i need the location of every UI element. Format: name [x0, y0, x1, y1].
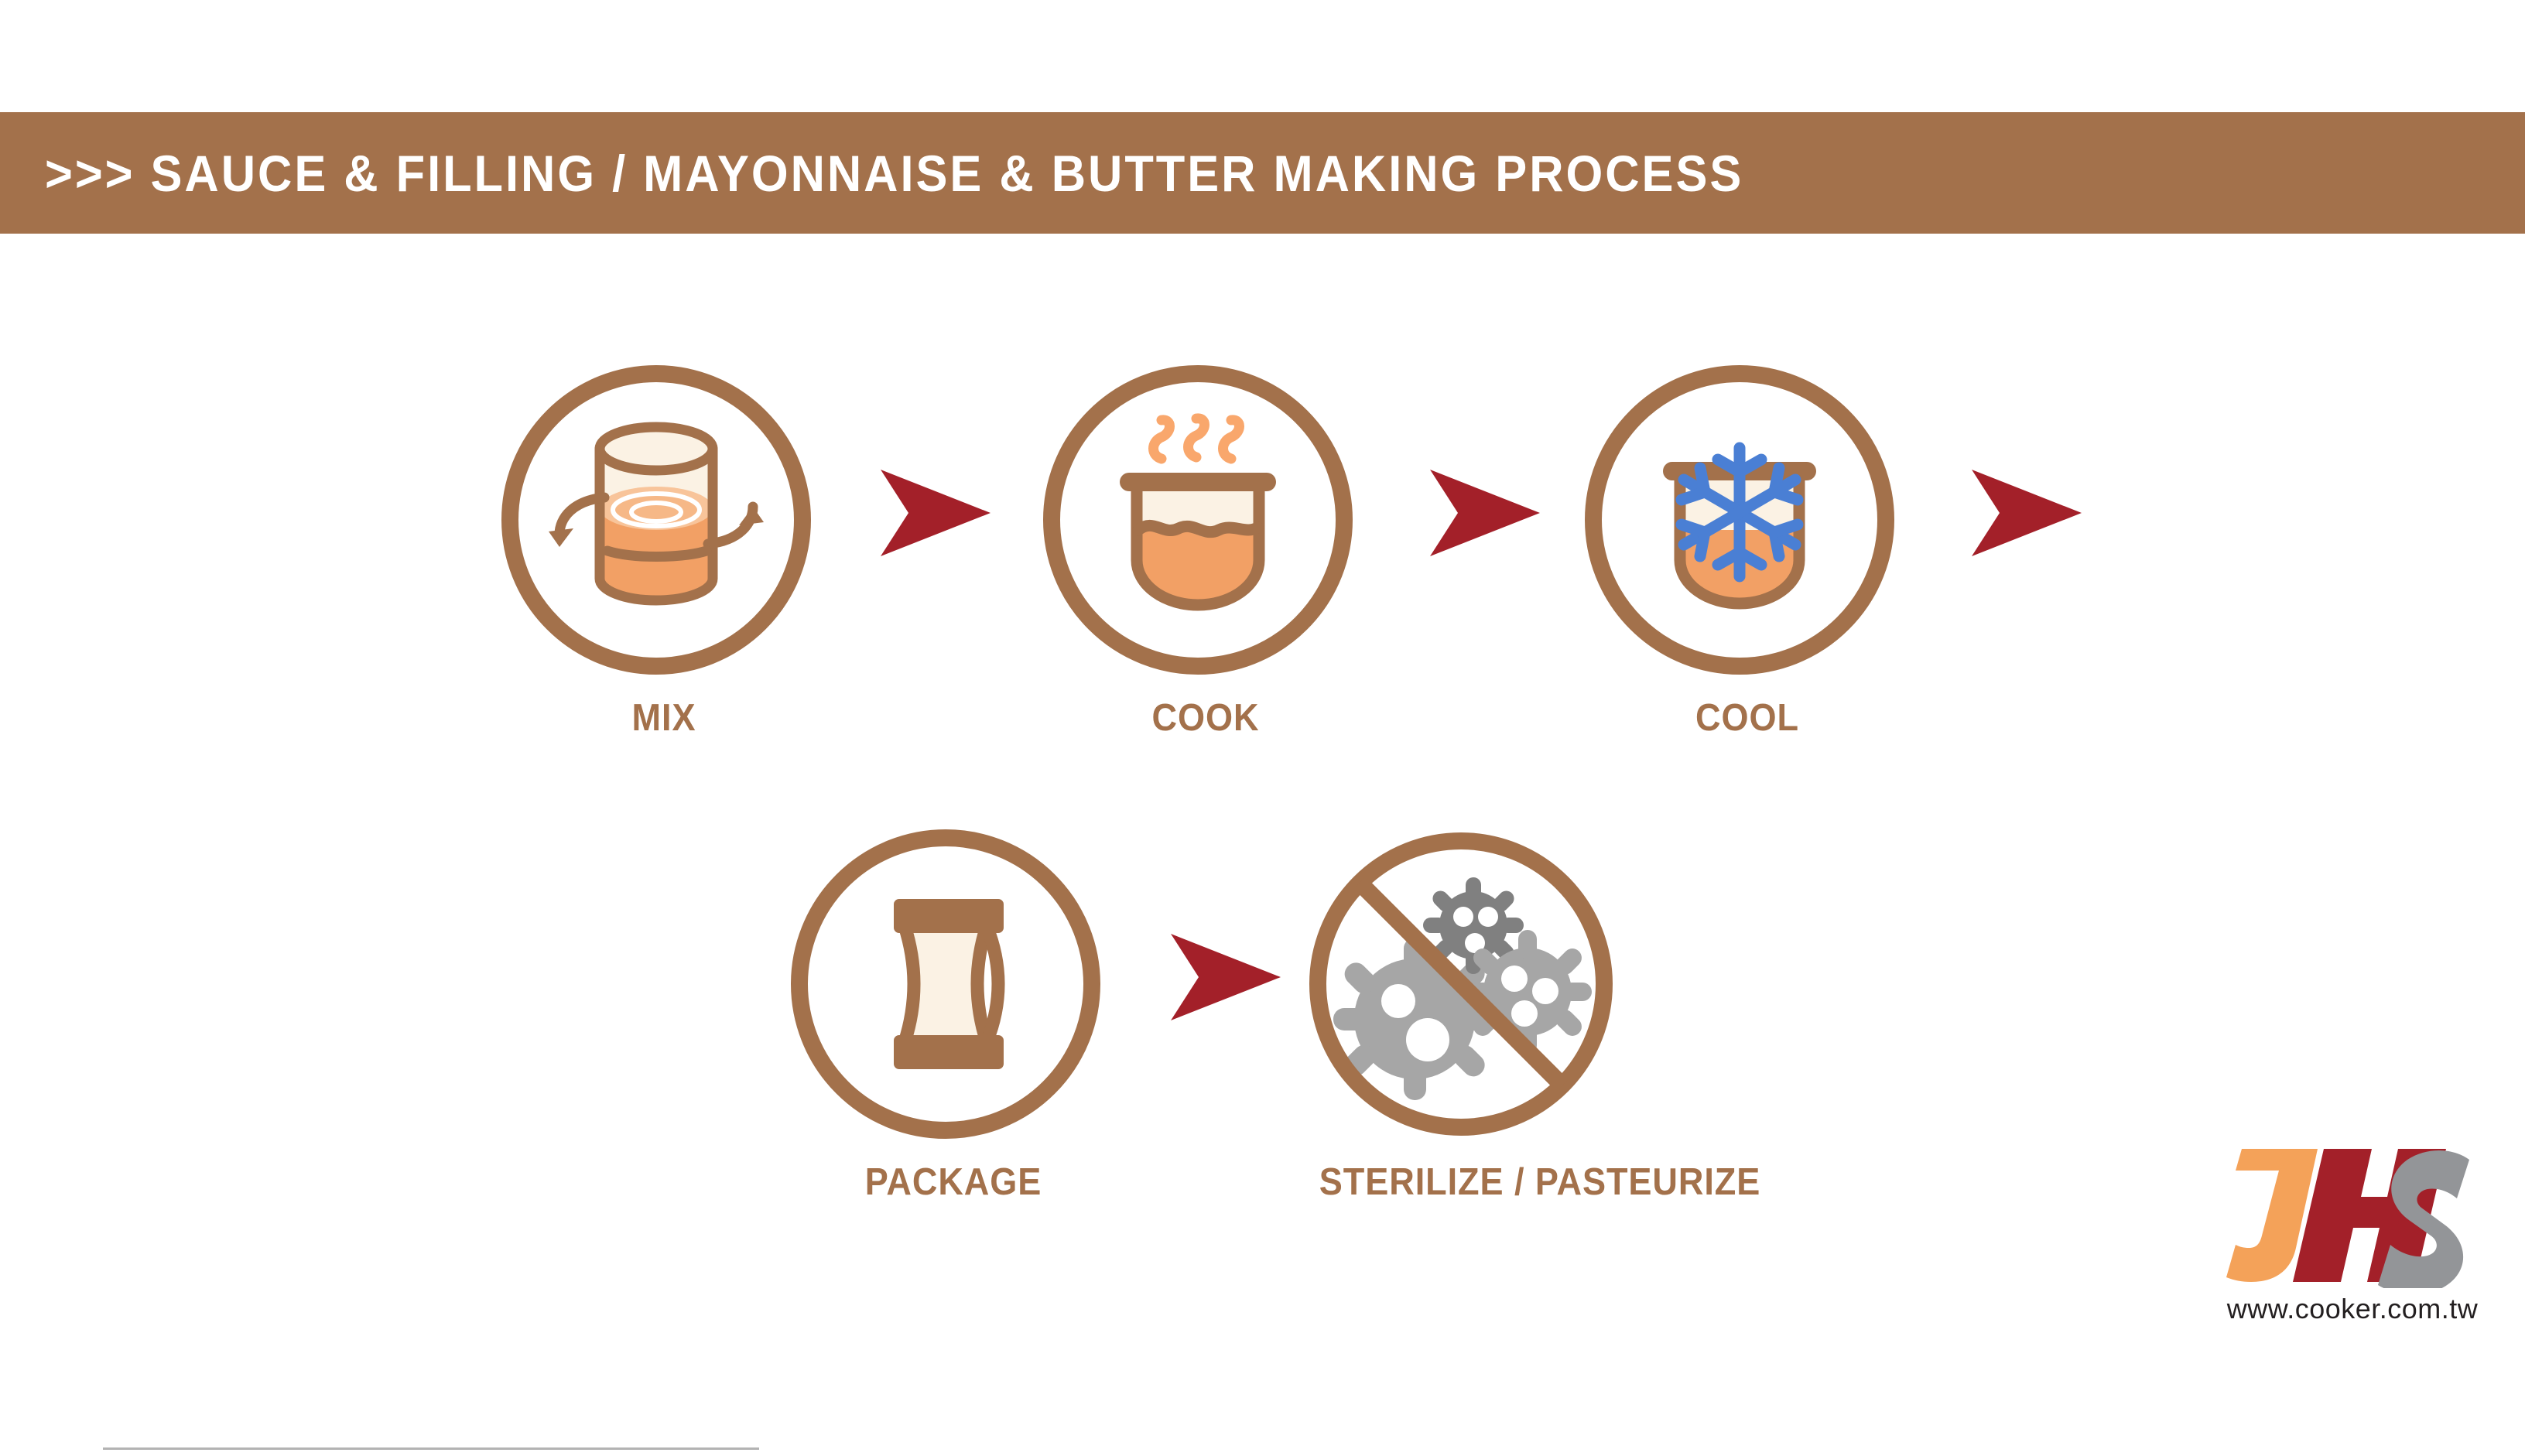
- page-title: >>> SAUCE & FILLING / MAYONNAISE & BUTTE…: [45, 144, 1744, 202]
- footer-divider: [103, 1447, 759, 1450]
- cook-icon-circle: [1043, 365, 1353, 675]
- process-step-cook[interactable]: COOK: [1043, 365, 1368, 740]
- flow-arrow-3: [1964, 467, 2088, 559]
- process-step-mix[interactable]: MIX: [501, 365, 826, 740]
- step-label-mix: MIX: [631, 697, 696, 739]
- header-bar: >>> SAUCE & FILLING / MAYONNAISE & BUTTE…: [0, 112, 2525, 234]
- germ-medium: [1463, 930, 1592, 1054]
- jhs-logo-icon: [2226, 1149, 2469, 1288]
- process-step-cool[interactable]: COOL: [1585, 365, 1910, 740]
- step-label-cool: COOL: [1695, 697, 1799, 739]
- flow-arrow-4: [1163, 931, 1287, 1024]
- flow-arrow-1: [873, 467, 997, 559]
- flow-arrow-2: [1422, 467, 1546, 559]
- package-icon-circle: [791, 829, 1100, 1139]
- package-pouch-icon: [894, 899, 1005, 1069]
- mixing-tank-icon: [549, 422, 764, 606]
- cooking-pot-icon: [1120, 413, 1276, 611]
- step-label-sterilize: STERILIZE / PASTEURIZE: [1319, 1161, 1761, 1203]
- cool-icon-circle: [1585, 365, 1894, 675]
- sterilize-icon-circle: [1306, 829, 1616, 1139]
- process-step-sterilize[interactable]: STERILIZE / PASTEURIZE: [1306, 829, 1761, 1204]
- step-label-package: PACKAGE: [864, 1161, 1042, 1203]
- cooling-pot-snowflake-icon: [1663, 442, 1816, 610]
- logo-website-url: www.cooker.com.tw: [2226, 1293, 2479, 1324]
- brand-logo-block: www.cooker.com.tw: [2205, 1141, 2499, 1325]
- step-label-cook: COOK: [1151, 697, 1260, 739]
- mix-icon-circle: [501, 365, 811, 675]
- no-germs-icon: [1309, 832, 1613, 1136]
- process-step-package[interactable]: PACKAGE: [791, 829, 1116, 1204]
